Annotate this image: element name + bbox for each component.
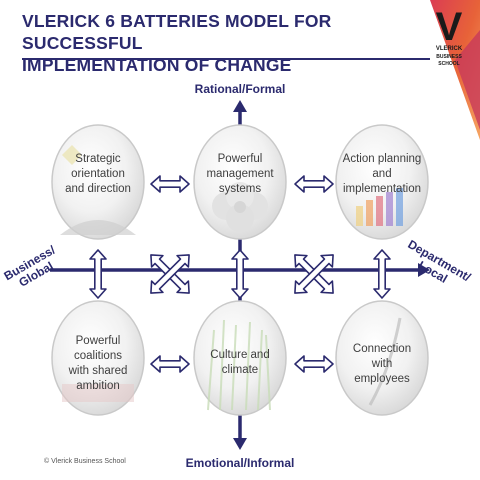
page-title: VLERICK 6 BATTERIES MODEL FOR SUCCESSFUL… (22, 10, 422, 76)
battery-connection-employees (335, 300, 429, 416)
arrow-management-action (294, 175, 334, 193)
action-planning-label: Action planning and implementation (342, 153, 422, 195)
title-divider (22, 58, 430, 60)
arrow-strategic-coalitions (89, 249, 107, 299)
axis-label-emotional-informal: Emotional/Informal (185, 456, 295, 470)
battery-culture-climate (193, 300, 287, 416)
strategic-orientation-label: Strategic orientation and direction (65, 153, 131, 195)
axis-label-rational-formal: Rational/Formal (194, 82, 286, 96)
culture-climate-label: Culture and climate (210, 349, 270, 376)
battery-strategic-orientation (51, 124, 145, 240)
battery-action-planning (335, 124, 429, 240)
arrow-diagonal-right-b (294, 254, 334, 294)
vertical-axis-top-arrowhead (233, 100, 247, 112)
vertical-axis-bottom-arrowhead (233, 438, 247, 450)
arrow-culture-connection (294, 355, 334, 373)
arrow-action-connection (373, 249, 391, 299)
horizontal-axis-right-arrowhead (418, 263, 430, 277)
battery-powerful-coalitions (51, 300, 145, 416)
arrow-coalitions-culture (150, 355, 190, 373)
arrow-strategic-management (150, 175, 190, 193)
arrow-diagonal-left-b (150, 254, 190, 294)
svg-text:SCHOOL: SCHOOL (438, 61, 459, 67)
svg-text:V: V (436, 5, 463, 49)
vlerick-logo: V VLERICK BUSINESS SCHOOL (426, 4, 472, 70)
title-line-1: VLERICK 6 BATTERIES MODEL FOR SUCCESSFUL (22, 11, 332, 53)
battery-management-systems (193, 124, 287, 240)
arrow-management-culture (231, 249, 249, 299)
svg-text:VLERICK: VLERICK (436, 46, 463, 52)
powerful-coalitions-label: Powerful coalitions with shared ambition (68, 335, 128, 392)
management-systems-label: Powerful management systems (206, 153, 274, 195)
copyright-footer: © Vlerick Business School (44, 458, 126, 465)
svg-text:BUSINESS: BUSINESS (436, 54, 462, 60)
connection-employees-label: Connection with employees (352, 343, 412, 385)
title-line-2: IMPLEMENTATION OF CHANGE (22, 55, 292, 75)
